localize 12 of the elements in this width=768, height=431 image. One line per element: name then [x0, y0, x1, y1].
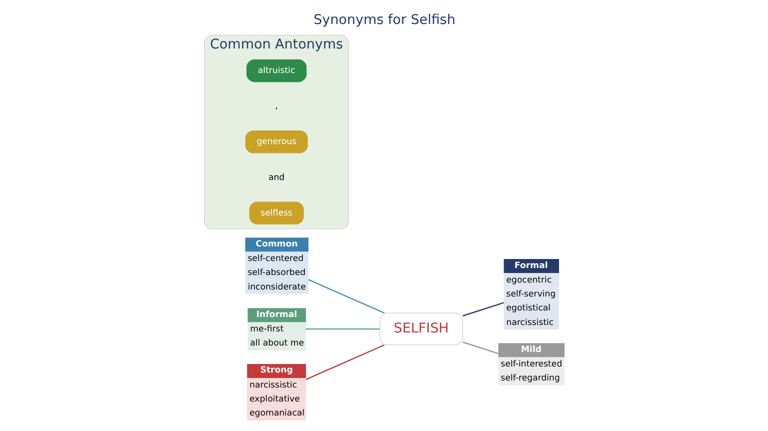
connector — [308, 278, 384, 314]
node-box: SELFISH — [379, 312, 463, 346]
connector — [462, 302, 504, 316]
label: and — [268, 172, 284, 183]
connector — [462, 342, 498, 354]
diagram-title: Synonyms for Selfish — [313, 12, 455, 28]
node-box: altruistic — [246, 59, 306, 82]
node-box: selfless — [248, 202, 304, 224]
node-box: generous — [244, 130, 308, 154]
label: , — [274, 102, 278, 112]
connector — [305, 344, 384, 380]
connector — [305, 328, 380, 330]
